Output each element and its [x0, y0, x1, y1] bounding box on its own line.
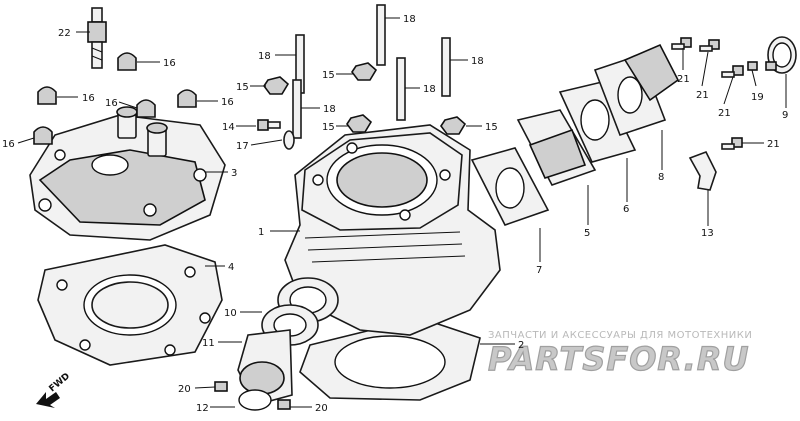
reed-spacer-gasket — [558, 81, 637, 163]
callout-label: 1 — [258, 227, 264, 238]
callout-label: 21 — [696, 90, 709, 101]
callout-label: 18 — [471, 56, 484, 67]
cylinder-head — [29, 106, 226, 241]
reed-valve — [516, 109, 597, 186]
callout-label: 4 — [228, 262, 234, 273]
callout-label: 8 — [658, 172, 664, 183]
small-bolts — [671, 37, 758, 150]
callout-label: 16 — [105, 98, 118, 109]
callout-label: 20 — [315, 403, 328, 414]
flange-nuts — [263, 62, 467, 135]
callout-label: 15 — [322, 70, 335, 81]
callout-label: 17 — [236, 141, 249, 152]
callout-label: 3 — [231, 168, 237, 179]
spark-plug — [87, 7, 107, 69]
studs — [292, 4, 451, 139]
cap-nuts — [33, 52, 197, 145]
leader-lines — [17, 17, 787, 408]
watermark-logo: PARTSFOR.RU — [488, 340, 749, 378]
callout-label: 7 — [536, 265, 542, 276]
callout-label: 22 — [58, 28, 71, 39]
callout-label: 14 — [222, 122, 235, 133]
forward-direction-indicator: FWD — [36, 372, 72, 408]
callout-label: 21 — [767, 139, 780, 150]
hose-clamp — [765, 36, 797, 74]
callout-label: 2 — [518, 340, 524, 351]
callout-label: 18 — [323, 104, 336, 115]
callout-label: 16 — [82, 93, 95, 104]
head-gasket — [37, 244, 223, 366]
callout-label: 18 — [258, 51, 271, 62]
callout-label: 12 — [196, 403, 209, 414]
callout-label: 21 — [718, 108, 731, 119]
callout-label: 16 — [163, 58, 176, 69]
callout-label: 19 — [751, 92, 764, 103]
callout-label: 20 — [178, 384, 191, 395]
callout-label: 15 — [322, 122, 335, 133]
watermark-caption: ЗАПЧАСТИ И АКСЕССУАРЫ ДЛЯ МОТОТЕХНИКИ — [488, 330, 752, 341]
callout-label: 15 — [485, 122, 498, 133]
cable-clip — [688, 150, 717, 191]
intake-manifold — [593, 43, 680, 137]
callout-label: 9 — [782, 110, 788, 121]
callout-label: 18 — [403, 14, 416, 25]
cylinder-base-gasket — [299, 317, 481, 401]
callout-label: 5 — [584, 228, 590, 239]
callout-label: 11 — [202, 338, 215, 349]
cylinder — [284, 124, 501, 336]
callout-label: 13 — [701, 228, 714, 239]
callout-labels: 1 2 3 4 5 6 7 8 9 10 11 12 13 14 15 15 1… — [2, 14, 788, 414]
callout-label: 16 — [221, 97, 234, 108]
callout-label: 10 — [224, 308, 237, 319]
callout-label: 16 — [2, 139, 15, 150]
reed-gasket — [470, 147, 550, 226]
fwd-label: FWD — [48, 372, 72, 395]
intake-boot-assembly — [214, 277, 339, 411]
callout-label: 18 — [423, 84, 436, 95]
callout-label: 6 — [623, 204, 629, 215]
callout-label: 15 — [236, 82, 249, 93]
callout-label: 21 — [677, 74, 690, 85]
bolt-and-washer — [257, 119, 295, 150]
